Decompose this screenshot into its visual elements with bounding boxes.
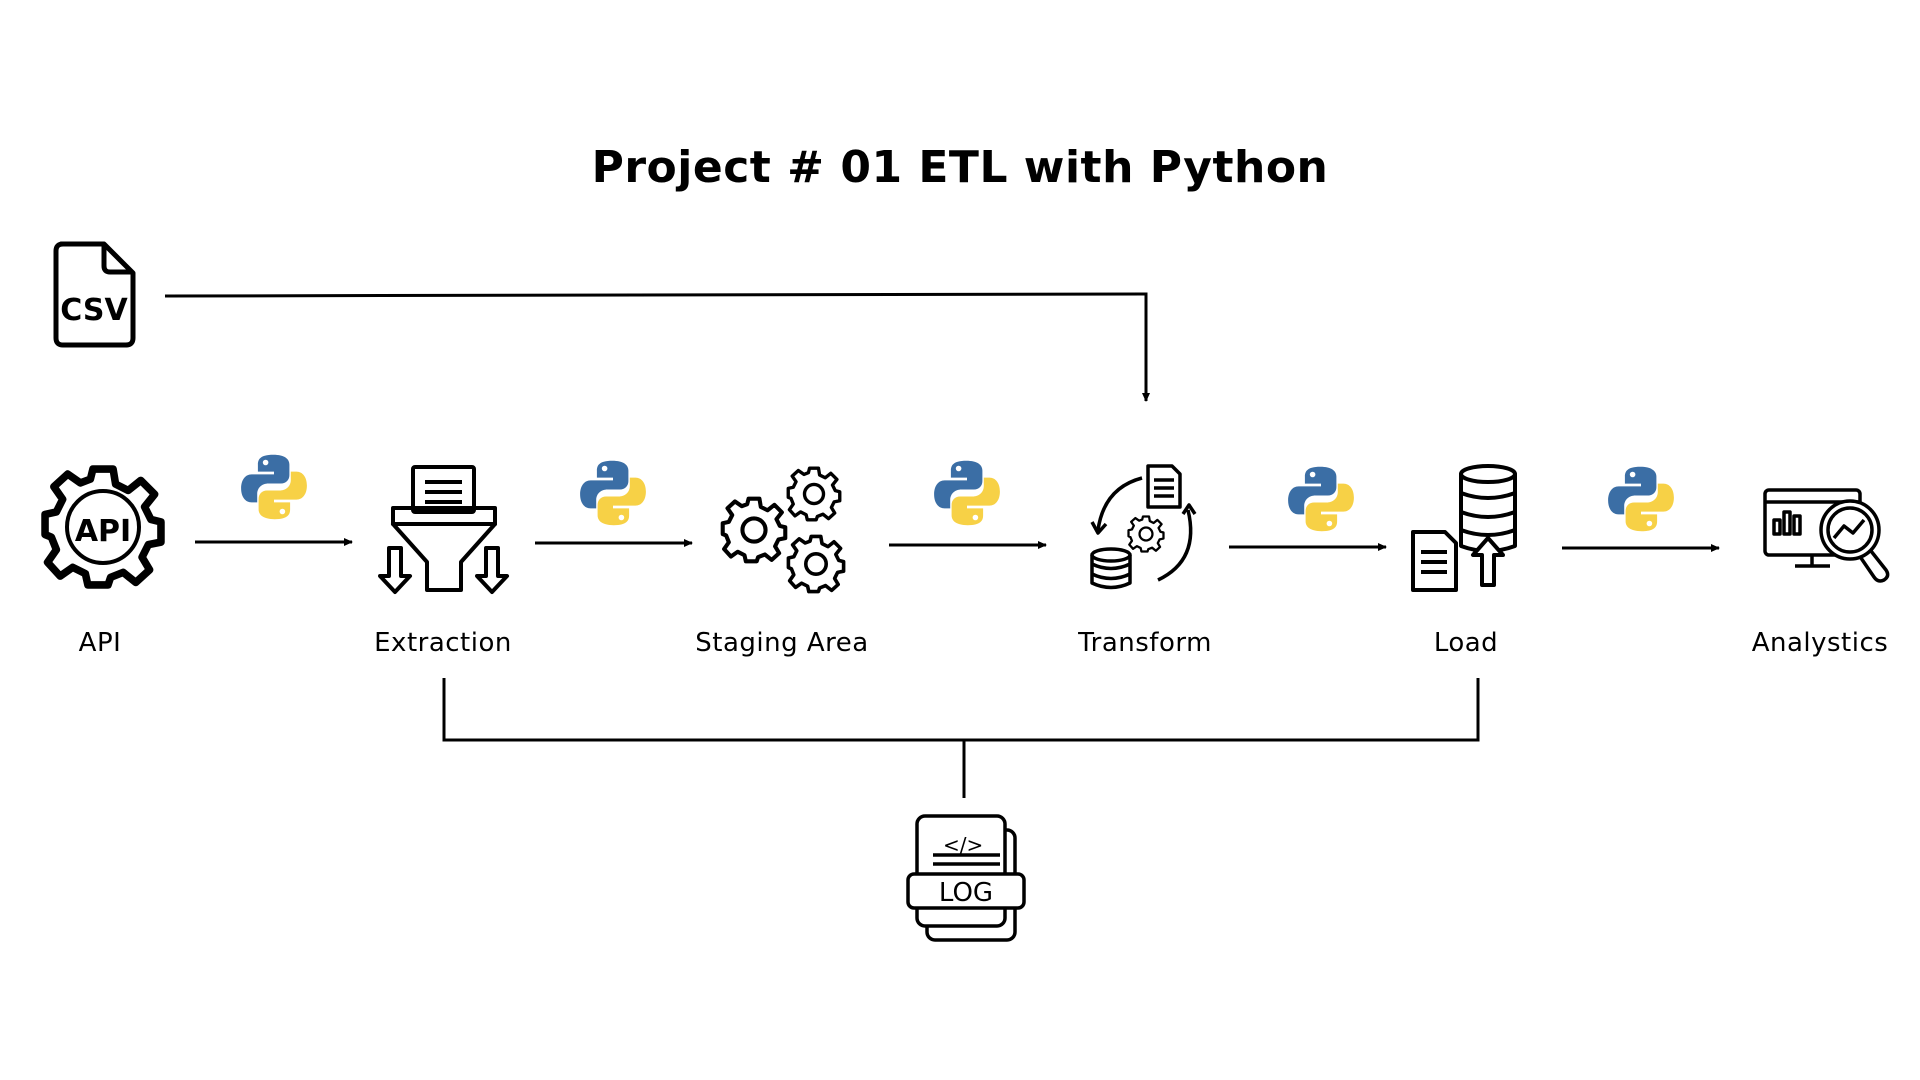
log-code-glyph: </> [943, 833, 983, 857]
api-gear-icon: API [45, 469, 161, 585]
stage-label-extraction: Extraction [374, 628, 512, 658]
api-gear-text: API [75, 514, 131, 549]
stage-label-transform: Transform [1078, 628, 1212, 658]
database-upload-icon [1411, 464, 1517, 592]
page-title: Project # 01 ETL with Python [591, 142, 1329, 193]
stage-label-staging-area: Staging Area [695, 628, 869, 658]
csv-file-icon: CSV [53, 241, 136, 348]
stage-label-load: Load [1433, 628, 1499, 658]
python-logo-icon [1608, 466, 1674, 532]
python-logo-icon [1288, 466, 1354, 532]
transform-cycle-icon [1090, 464, 1197, 590]
csv-file-label: CSV [60, 293, 128, 328]
log-label: LOG [939, 878, 993, 908]
funnel-extraction-icon [378, 465, 509, 594]
log-file-icon: </> LOG [906, 814, 1026, 942]
csv-to-transform-connector [164, 292, 1150, 402]
log-bracket-connector [442, 678, 1480, 798]
stage-label-api: API [78, 628, 122, 658]
python-logo-icon [934, 460, 1000, 526]
python-logo-icon [241, 454, 307, 520]
python-logo-icon [580, 460, 646, 526]
analytics-magnifier-icon [1763, 488, 1890, 583]
stage-label-analytics: Analystics [1751, 628, 1889, 658]
gears-icon [723, 466, 846, 594]
